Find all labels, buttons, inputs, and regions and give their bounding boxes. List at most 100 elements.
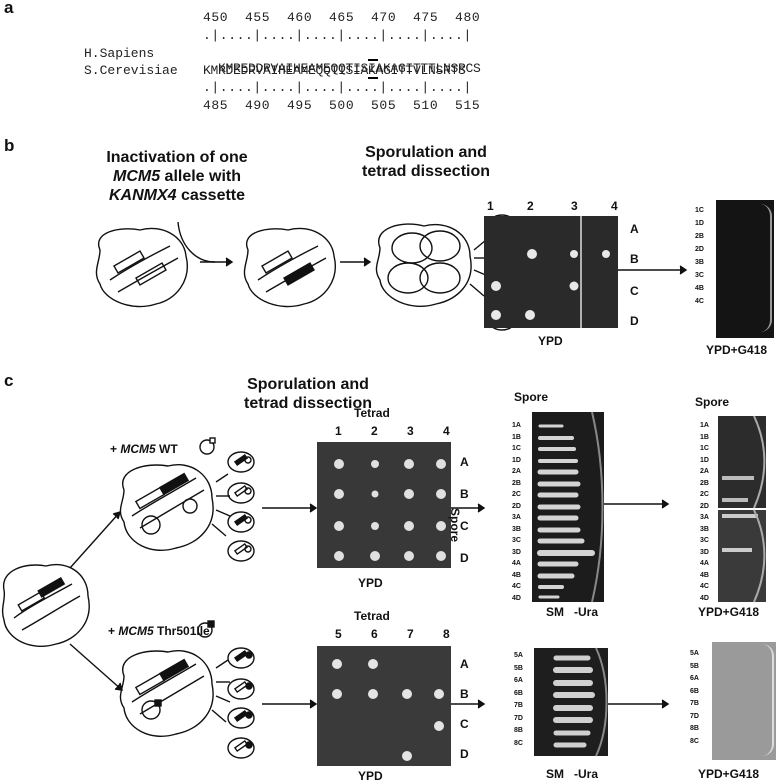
inactivation-title: Inactivation of one MCM5 allele with KAN… bbox=[84, 148, 270, 205]
g418-spore-list-top: 1A 1B 1C 1D 2A 2B 2C 2D 3A 3B 3C 3D 4A 4… bbox=[700, 422, 720, 606]
yeast-label: S.Cerevisiae bbox=[84, 63, 178, 78]
spore-id: 5B bbox=[514, 664, 523, 672]
plate-b-rows: A B C D bbox=[630, 222, 644, 332]
g418-plate-c-top-upper bbox=[718, 415, 766, 509]
mut-suffix: Thr501Ile bbox=[153, 624, 210, 638]
row-label: A bbox=[630, 222, 639, 236]
human-label: H.Sapiens bbox=[84, 46, 155, 61]
spore-id: 3D bbox=[512, 548, 521, 556]
spore-id: 7B bbox=[514, 702, 523, 709]
spore-id: 4C bbox=[700, 583, 709, 590]
sporulation-title-b-line1: Sporulation and bbox=[365, 144, 487, 161]
col-label: 1 bbox=[487, 199, 494, 213]
spore-id: 2D bbox=[700, 502, 709, 510]
spore-id: 1D bbox=[695, 220, 704, 227]
highlighted-threonine-underline bbox=[368, 77, 378, 79]
ypd-plate-b bbox=[484, 216, 618, 328]
tetrad-cols-bottom: 5 6 7 8 bbox=[335, 627, 475, 641]
sporulation-title-c-line2: tetrad dissection bbox=[243, 395, 373, 412]
g418-streaks-upper bbox=[722, 415, 766, 509]
ypd-label-c-top: YPD bbox=[358, 576, 383, 590]
inactivation-title-line2: MCM5 allele with bbox=[84, 167, 270, 186]
bottom-ruler: .|....|....|....|....|....|....| bbox=[203, 80, 472, 95]
spore-id: 3D bbox=[700, 548, 709, 556]
tetrad-rows-bottom: A B C D bbox=[460, 657, 474, 777]
spore-id: 8C bbox=[514, 739, 523, 747]
sporulation-title-b: Sporulation and tetrad dissection bbox=[336, 143, 516, 181]
row-label: B bbox=[630, 252, 639, 266]
col-label: 6 bbox=[371, 627, 378, 641]
spore-id: 6B bbox=[514, 689, 523, 697]
col-label: 3 bbox=[571, 199, 578, 213]
wt-diploid-cell bbox=[119, 464, 214, 551]
top-position-numbers: 450 455 460 465 470 475 480 bbox=[203, 10, 481, 25]
sm-spore-list-top: 1A 1B 1C 1D 2A 2B 2C 2D 3A 3B 3C 3D 4A 4… bbox=[512, 422, 532, 606]
mut-prefix: + bbox=[108, 624, 119, 638]
spore-id: 4B bbox=[700, 571, 709, 579]
spore-id: 3C bbox=[700, 537, 709, 544]
row-label: A bbox=[460, 455, 469, 469]
spore-id: 4B bbox=[512, 571, 521, 579]
tetrad-label-top: Tetrad bbox=[354, 406, 390, 420]
origin-cell bbox=[1, 564, 90, 647]
spore-side-label: Spore bbox=[448, 508, 462, 543]
spore-id: 3A bbox=[512, 514, 521, 521]
g418-label-c-top: YPD+G418 bbox=[698, 605, 760, 619]
spore-id: 7D bbox=[514, 714, 523, 722]
spore-id: 2C bbox=[700, 491, 709, 498]
spore-id: 3B bbox=[695, 259, 704, 266]
plate-rim bbox=[762, 644, 774, 756]
spore-id: 3B bbox=[512, 525, 521, 533]
spore-id: 2A bbox=[512, 468, 521, 475]
sporulation-title-c-line1: Sporulation and bbox=[247, 376, 369, 393]
spore-id: 2A bbox=[700, 468, 709, 475]
spore-id: 6A bbox=[690, 675, 699, 682]
spore-id: 1D bbox=[700, 456, 709, 464]
spore-id: 1C bbox=[512, 445, 521, 452]
ypd-plate-c-top-colonies bbox=[334, 459, 446, 561]
spore-id: 7B bbox=[690, 700, 699, 707]
ypd-label-b: YPD bbox=[538, 334, 563, 348]
spore-id: 5A bbox=[514, 652, 523, 659]
sporulation-title-c: Sporulation and tetrad dissection bbox=[218, 375, 398, 413]
panel-b-letter: b bbox=[4, 136, 15, 155]
col-label: 3 bbox=[407, 424, 414, 438]
wt-gene: MCM5 bbox=[120, 442, 156, 456]
row-label: C bbox=[460, 519, 469, 533]
row-label: C bbox=[630, 284, 639, 298]
spore-id: 7D bbox=[690, 712, 699, 720]
tetrad-label-bottom: Tetrad bbox=[354, 609, 390, 623]
sm-ura-label-bottom: SM -Ura bbox=[546, 767, 599, 781]
yeast-sequence: KMRDEDRVAIHEAMEQQTISIAKAGITTVLNSRTS bbox=[203, 63, 466, 78]
panel-a-letter: a bbox=[4, 0, 14, 17]
col-label: 1 bbox=[335, 424, 342, 438]
spore-id: 5A bbox=[690, 650, 699, 657]
row-label: D bbox=[630, 314, 639, 328]
spore-id: 4D bbox=[512, 594, 521, 602]
kanmx4-name: KANMX4 bbox=[108, 187, 177, 204]
spore-header-g418: Spore bbox=[695, 395, 730, 409]
chromosome-pair-1 bbox=[109, 245, 179, 293]
spore-header-sm: Spore bbox=[514, 390, 549, 404]
ypd-plate-c-bottom-colonies bbox=[332, 659, 444, 761]
spore-id: 2B bbox=[512, 479, 521, 487]
wt-plasmid-label: + MCM5 WT bbox=[110, 442, 178, 456]
sm-ura-label-top: SM -Ura bbox=[546, 605, 599, 619]
col-label: 4 bbox=[443, 424, 450, 438]
col-label: 7 bbox=[407, 627, 414, 641]
g418-plate-c-top-lower bbox=[718, 509, 766, 603]
highlighted-threonine-marker bbox=[368, 59, 378, 61]
col-label: 4 bbox=[611, 199, 618, 213]
ypd-label-c-bottom: YPD bbox=[358, 769, 383, 783]
col-label: 2 bbox=[371, 424, 378, 438]
diploid-cell-1 bbox=[95, 227, 188, 308]
plate-b-columns: 1 2 3 4 bbox=[487, 199, 622, 213]
human-sequence: KMREDDRVAIHEAMEQQTISIAKAGITTTLNSRCS bbox=[203, 46, 481, 76]
spore-id: 3C bbox=[695, 272, 704, 279]
sm-ura-streaks-bottom bbox=[553, 647, 608, 757]
mutant-plasmid-label: + MCM5 Thr501Ile bbox=[108, 624, 210, 638]
row-label: D bbox=[460, 747, 469, 761]
g418-plate-c-bottom bbox=[712, 642, 776, 760]
col-label: 8 bbox=[443, 627, 450, 641]
sm-ura-plate-bottom bbox=[534, 647, 608, 757]
